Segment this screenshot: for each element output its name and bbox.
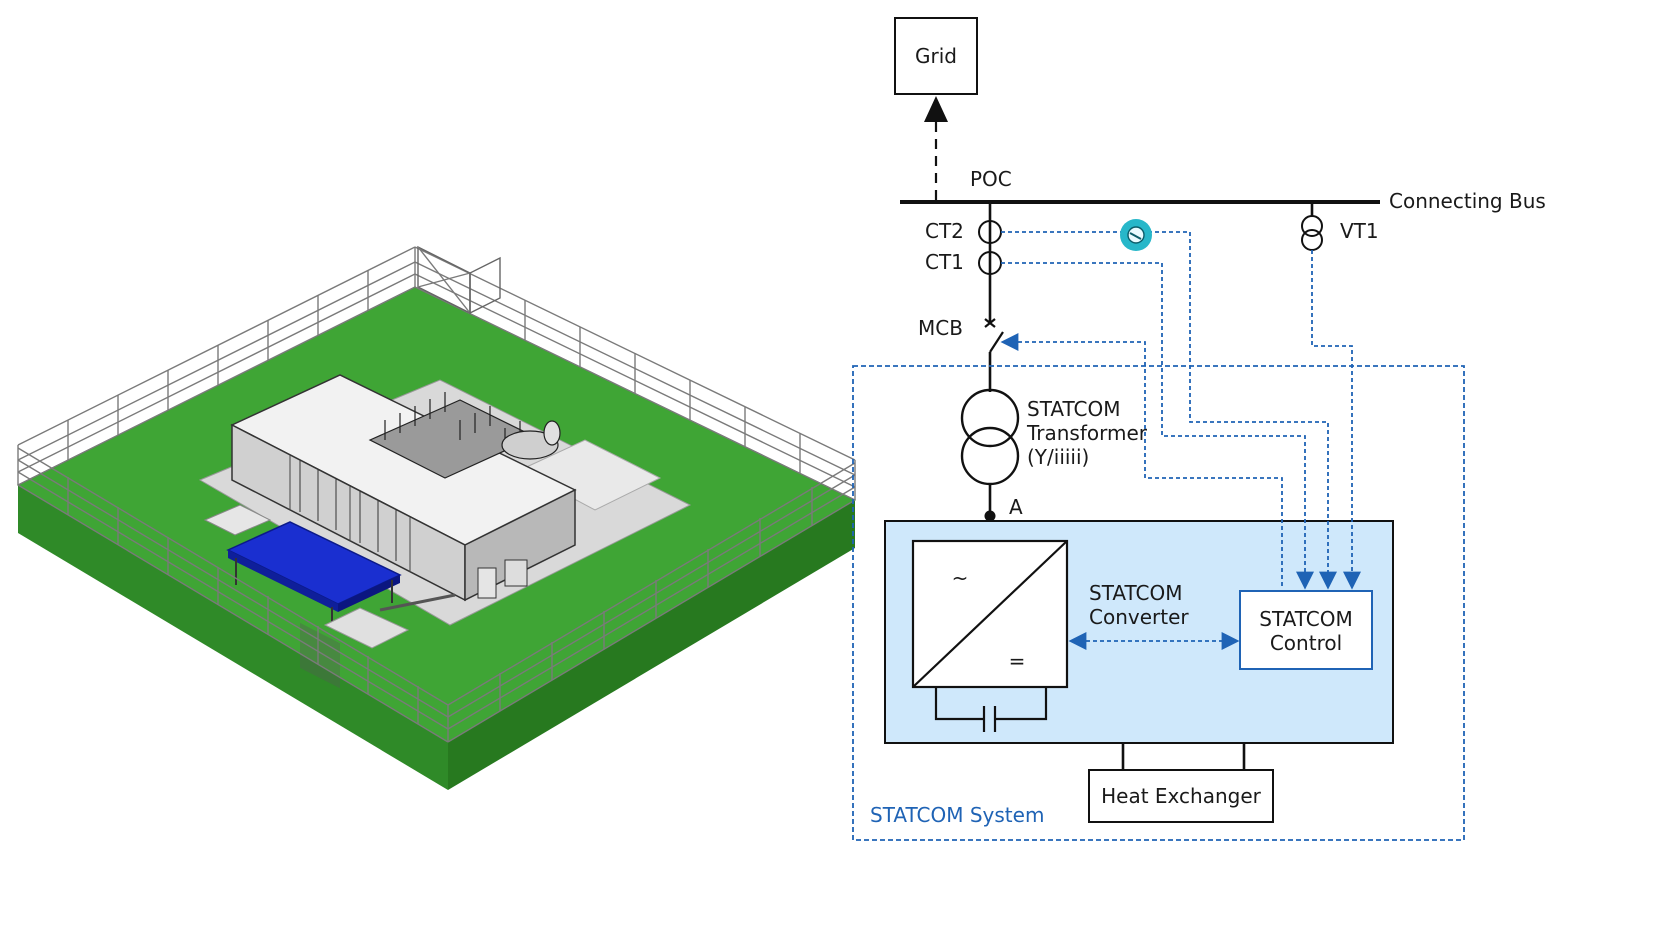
ct1-label: CT1 [925, 250, 964, 274]
grid-label: Grid [915, 44, 957, 68]
system-label: STATCOM System [870, 803, 1044, 827]
bus-label: Connecting Bus [1389, 189, 1546, 213]
dc-capacitor-icon [934, 687, 1048, 732]
sensor-badge-icon [1120, 219, 1152, 251]
ground-side-right [448, 500, 855, 790]
ac-symbol: ~ [952, 566, 969, 590]
voltage-transformer-icon [1301, 215, 1323, 237]
cable-pit [203, 504, 272, 536]
heat-exchanger-label: Heat Exchanger [1101, 784, 1262, 808]
node-a [984, 510, 996, 522]
fence-front [17, 447, 856, 743]
vt1-label: VT1 [1340, 219, 1379, 243]
transformer-equipment [368, 392, 561, 479]
mcb-label: MCB [918, 316, 963, 340]
container-block [230, 374, 577, 689]
ground-side-left [18, 485, 448, 790]
grid-arrow-head [924, 96, 948, 122]
control-label-1: STATCOM [1259, 607, 1353, 631]
signal-mcb [1000, 333, 1283, 586]
blue-platform [226, 521, 456, 649]
ct2-label: CT2 [925, 219, 964, 243]
fence-gate [417, 245, 501, 315]
poc-label: POC [970, 167, 1012, 191]
site-illustration [16, 245, 857, 790]
statcom-control-box [1239, 590, 1373, 670]
transformer-label-1: STATCOM [1027, 397, 1121, 421]
dc-symbol: = [1009, 649, 1026, 673]
transformer-primary-icon [960, 388, 1020, 448]
signal-ct1 [1001, 262, 1314, 590]
converter-label-1: STATCOM [1089, 581, 1183, 605]
signal-vt1 [1311, 250, 1361, 590]
grid-box [894, 17, 978, 95]
transformer-label-2: Transformer [1026, 421, 1148, 445]
statcom-system-boundary [852, 365, 1465, 841]
single-line-diagram: Grid POC Connecting Bus CT2 CT1 VT1 MCB … [852, 17, 1546, 841]
converter-diagonal [912, 540, 1068, 688]
mcb-breaker-icon [984, 318, 1004, 353]
converter-label-2: Converter [1089, 605, 1189, 629]
control-label-2: Control [1270, 631, 1342, 655]
node-a-label: A [1009, 495, 1023, 519]
transformer-label-3: (Y/iiiii) [1027, 445, 1089, 469]
transformer-secondary-icon [960, 426, 1020, 486]
heat-exchanger-box [1088, 769, 1274, 823]
fence-back [17, 246, 856, 501]
voltage-transformer-icon [1301, 229, 1323, 251]
